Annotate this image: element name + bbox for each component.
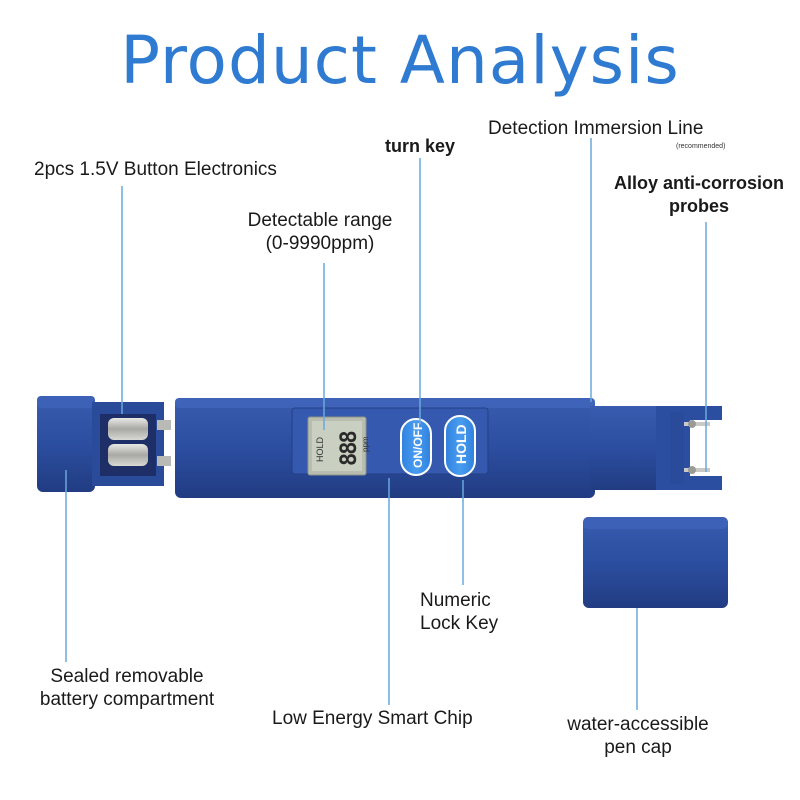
battery-compartment xyxy=(92,402,171,486)
label-lock-line1: Numeric xyxy=(420,590,491,611)
probe-pin-2 xyxy=(684,468,710,472)
onoff-button[interactable]: ON/OFF xyxy=(400,418,432,476)
lcd-display: HOLD 888 ppm xyxy=(307,416,370,476)
pen-cap xyxy=(583,517,728,608)
label-compartment-line1: Sealed removable xyxy=(50,666,204,687)
probe-pin-1 xyxy=(684,422,710,426)
meter-body xyxy=(175,398,595,498)
label-recommended: (recommended) xyxy=(676,143,726,150)
hold-button-label: HOLD xyxy=(453,424,469,464)
label-cap: water-accessible pen cap xyxy=(545,713,731,759)
label-compartment-line2: battery compartment xyxy=(39,689,215,710)
label-lock-line2: Lock Key xyxy=(420,613,499,634)
display-hold-indicator: HOLD xyxy=(315,436,325,462)
battery-cap xyxy=(37,396,95,492)
display-digits: 888 xyxy=(337,432,362,466)
label-chip: Low Energy Smart Chip xyxy=(272,708,473,729)
label-battery: 2pcs 1.5V Button Electronics xyxy=(34,159,277,180)
page-title: Product Analysis xyxy=(120,22,680,99)
label-cap-line1: water-accessible xyxy=(567,714,709,735)
label-probes-line1: Alloy anti-corrosion xyxy=(613,173,784,193)
label-cap-line2: pen cap xyxy=(604,737,672,758)
button-cell-1 xyxy=(108,418,148,440)
label-compartment: Sealed removable battery compartment xyxy=(14,665,240,711)
leader-lines xyxy=(65,138,707,710)
label-lock: Numeric Lock Key xyxy=(420,589,498,635)
button-cell-2 xyxy=(108,444,148,466)
label-range-line1: Detectable range xyxy=(247,210,393,231)
hold-button[interactable]: HOLD xyxy=(444,415,476,477)
onoff-button-label: ON/OFF xyxy=(411,423,425,468)
label-turn-key: turn key xyxy=(385,136,456,156)
label-range: Detectable range (0-9990ppm) xyxy=(222,209,418,255)
probe-housing xyxy=(590,406,722,490)
display-unit: ppm xyxy=(361,436,370,452)
label-probes: Alloy anti-corrosion probes xyxy=(604,172,794,218)
label-range-line2: (0-9990ppm) xyxy=(265,233,375,254)
label-probes-line2: probes xyxy=(668,196,729,216)
label-immersion: Detection Immersion Line xyxy=(488,118,704,139)
